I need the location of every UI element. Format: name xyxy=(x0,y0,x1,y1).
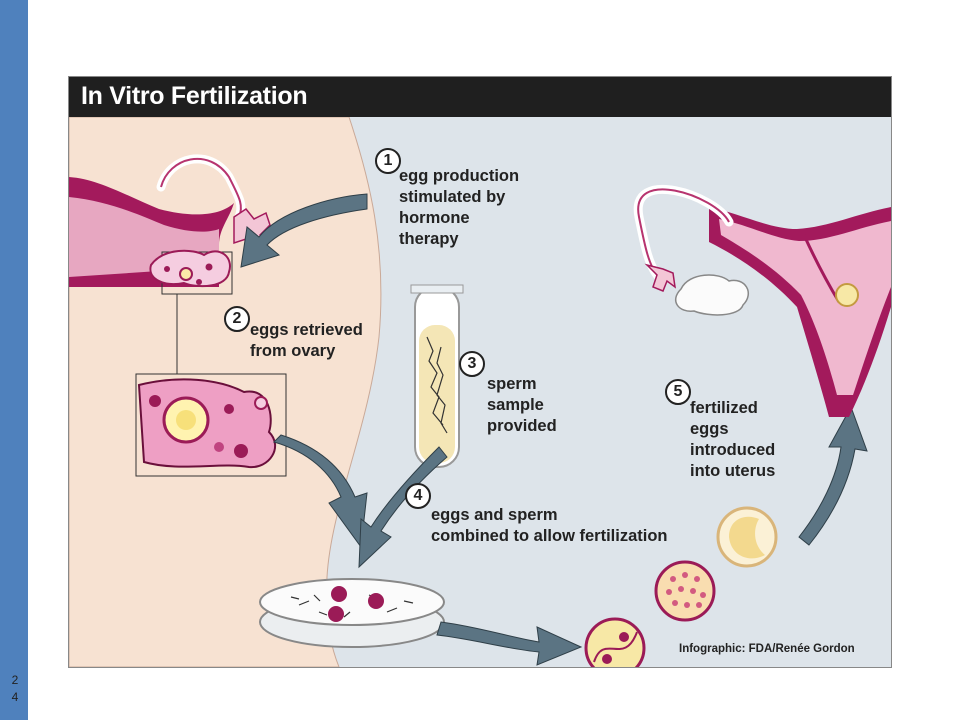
follicle xyxy=(179,267,193,281)
test-tube xyxy=(410,284,464,468)
title-bar: In Vitro Fertilization xyxy=(69,77,891,117)
follicle xyxy=(196,279,202,285)
step-1-line: egg production xyxy=(399,167,520,185)
step-5-line: fertilized xyxy=(690,399,758,417)
egg-in-dish xyxy=(368,593,384,609)
arrow-step3 xyxy=(358,446,448,569)
ovary-right xyxy=(675,274,749,316)
step-2-label: eggs retrieved from ovary xyxy=(250,320,363,362)
egg-in-dish xyxy=(328,606,344,622)
slide-sidebar-bar xyxy=(0,0,28,720)
egg-in-dish xyxy=(331,586,347,602)
arrow-step1 xyxy=(240,193,368,268)
step-4-line: combined to allow fertilization xyxy=(431,527,668,545)
step-3-line: sample xyxy=(487,396,544,414)
uterus-right xyxy=(633,184,891,417)
step-2-line: eggs retrieved xyxy=(250,321,363,339)
embryo-two-cell xyxy=(584,617,646,667)
infographic-title: In Vitro Fertilization xyxy=(81,82,308,110)
slide-number-digit: 4 xyxy=(11,690,19,704)
infographic-credit: Infographic: FDA/Renée Gordon xyxy=(679,643,855,655)
follicle xyxy=(149,395,161,407)
released-egg xyxy=(254,396,268,410)
step-1-line: hormone xyxy=(399,209,470,227)
embryo-morula xyxy=(654,560,716,622)
step-3-number: 3 xyxy=(459,351,485,377)
ivf-illustration xyxy=(69,117,891,667)
step-2-line: from ovary xyxy=(250,342,336,360)
step-1-line: stimulated by xyxy=(399,188,506,206)
step-1-number: 1 xyxy=(375,148,401,174)
arrow-step4 xyxy=(436,621,583,666)
step-2-number: 2 xyxy=(224,306,250,332)
implanted-embryo xyxy=(835,283,859,307)
follicle xyxy=(164,266,170,272)
slide-number: 2 4 xyxy=(8,672,22,706)
step-4-label: eggs and sperm combined to allow fertili… xyxy=(431,505,668,547)
follicle xyxy=(214,442,224,452)
arrow-step2 xyxy=(273,434,368,549)
step-4-number: 4 xyxy=(405,483,431,509)
step-3-label: sperm sample provided xyxy=(487,374,557,437)
step-5-line: introduced xyxy=(690,441,776,459)
step-5-label: fertilized eggs introduced into uterus xyxy=(690,398,775,482)
step-5-line: into uterus xyxy=(690,462,776,480)
step-1-line: therapy xyxy=(399,230,459,248)
arrow-step5 xyxy=(798,405,868,546)
step-3-line: provided xyxy=(487,417,557,435)
step-4-line: eggs and sperm xyxy=(431,506,558,524)
follicle xyxy=(224,404,234,414)
step-1-label: egg production stimulated by hormone the… xyxy=(399,166,519,250)
slide-number-digit: 2 xyxy=(11,673,19,687)
follicle xyxy=(234,444,248,458)
petri-dish xyxy=(259,578,445,648)
ivf-infographic: In Vitro Fertilization xyxy=(68,76,892,668)
large-follicle-center xyxy=(176,410,196,430)
step-3-line: sperm xyxy=(487,375,537,393)
follicle xyxy=(205,263,213,271)
step-5-line: eggs xyxy=(690,420,729,438)
step-5-number: 5 xyxy=(665,379,691,405)
